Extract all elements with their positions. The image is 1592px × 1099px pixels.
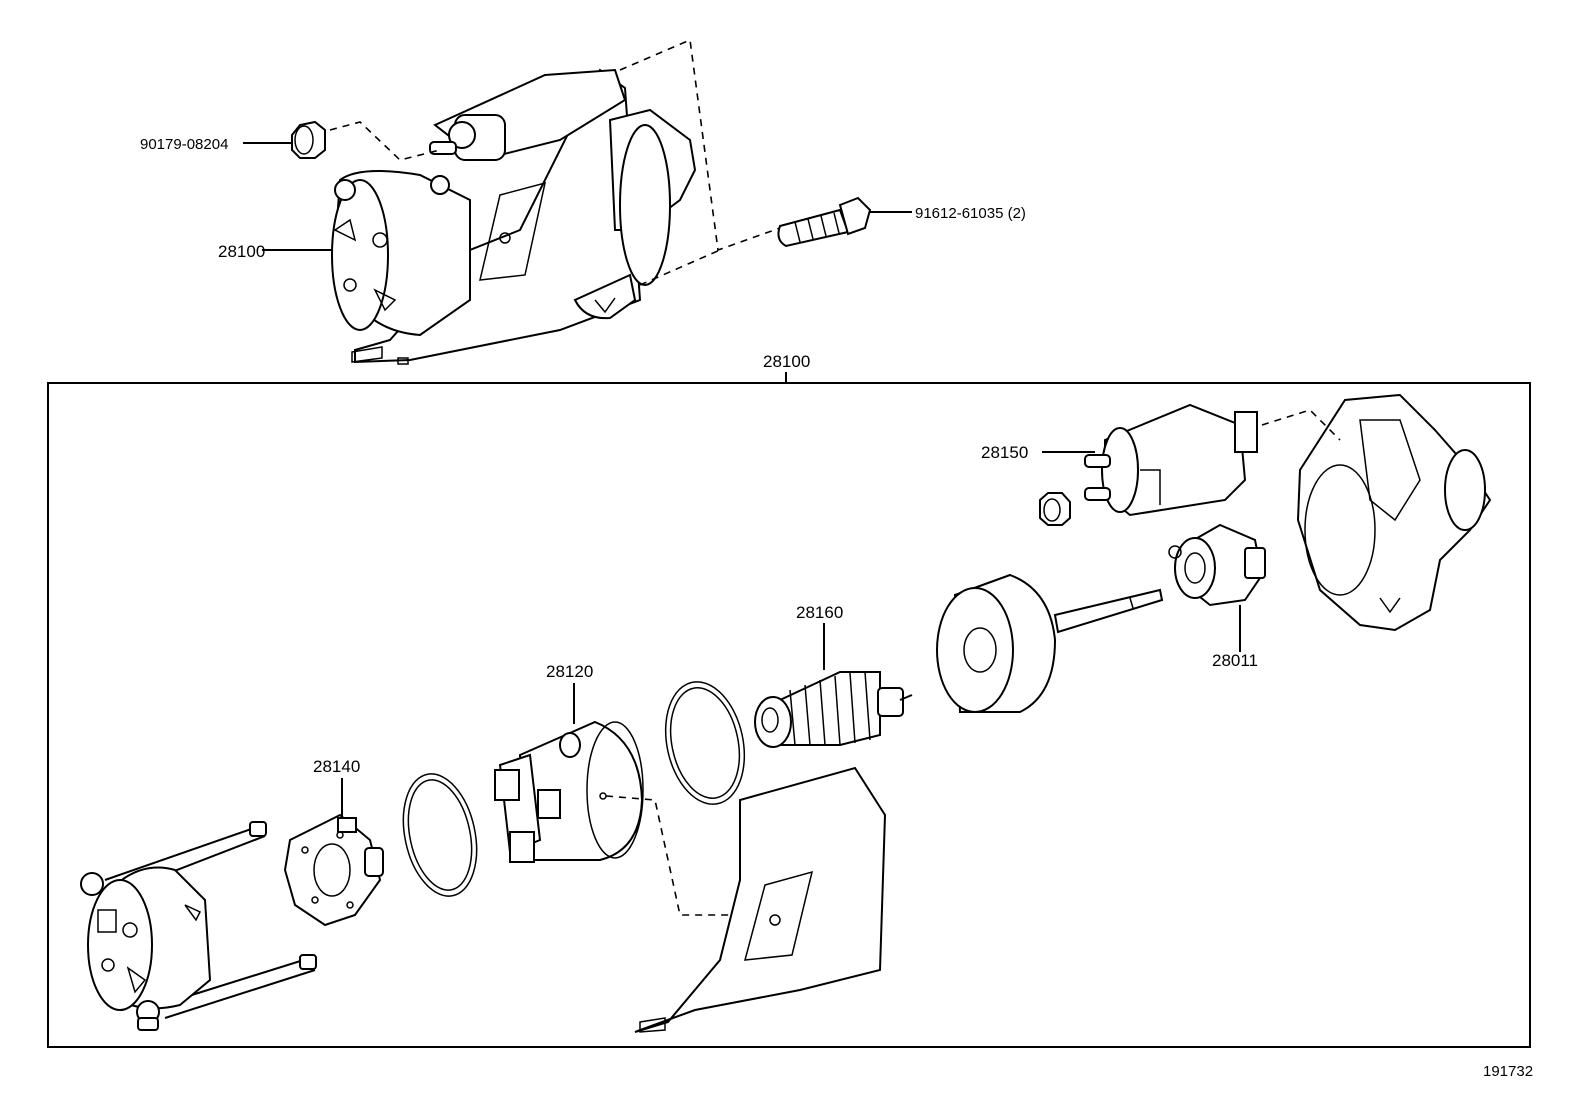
drive-end-housing [1296, 393, 1492, 632]
yoke-assembly [494, 720, 644, 863]
cover-plate [634, 766, 887, 1033]
guide-lines-top [329, 38, 781, 286]
callout-armature: 28160 [796, 603, 843, 622]
callout-brush-holder: 28140 [313, 757, 360, 776]
bolt-top [777, 196, 872, 248]
brush-holder [283, 813, 384, 927]
callout-starter-top: 28100 [218, 242, 265, 261]
exploded-view-frame [47, 382, 1531, 1048]
commutator-end-frame [80, 821, 317, 1031]
nut-top [291, 120, 326, 159]
starter-assembly-top [331, 68, 697, 365]
callout-clutch: 28011 [1212, 651, 1258, 670]
guide-line-yoke [605, 795, 730, 916]
callout-bolt-top: 91612-61035 (2) [915, 205, 1026, 222]
field-frame [936, 573, 1164, 713]
callout-yoke: 28120 [546, 662, 593, 681]
armature [754, 671, 913, 748]
magnetic-switch [1084, 403, 1258, 517]
diagram-id: 191732 [1483, 1063, 1533, 1080]
callout-magnetic-switch: 28150 [981, 443, 1028, 462]
callout-assembly-header: 28100 [763, 352, 810, 371]
o-ring-left [402, 773, 478, 897]
nut-solenoid [1039, 492, 1071, 526]
starter-clutch [1168, 523, 1266, 607]
callout-nut-top: 90179-08204 [140, 136, 228, 153]
guide-line-solenoid [1261, 409, 1341, 441]
o-ring-right [664, 681, 746, 805]
